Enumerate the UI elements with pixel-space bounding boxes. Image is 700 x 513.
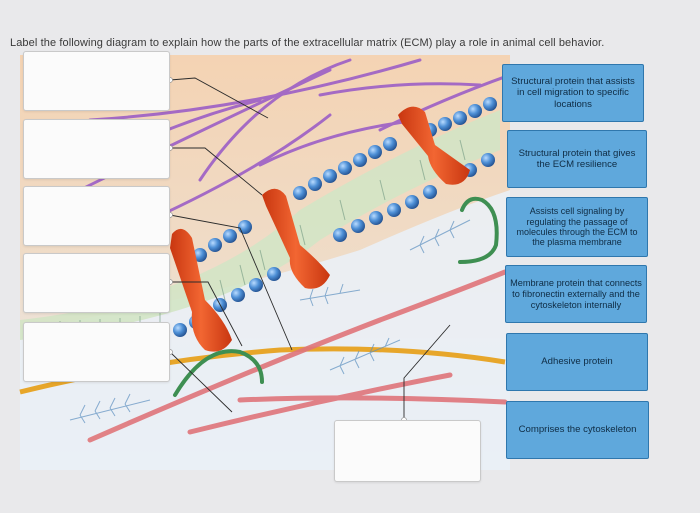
drop-target-6[interactable] bbox=[334, 420, 481, 482]
label-card-adhesive-protein[interactable]: Adhesive protein bbox=[506, 333, 648, 391]
label-card-cell-migration[interactable]: Structural protein that assists in cell … bbox=[502, 64, 644, 122]
drop-target-2[interactable] bbox=[23, 119, 170, 179]
drop-target-3[interactable] bbox=[23, 186, 170, 246]
drop-target-5[interactable] bbox=[23, 322, 170, 382]
actin-filaments bbox=[87, 269, 508, 443]
integrins bbox=[170, 106, 470, 352]
collagen-fibers bbox=[58, 58, 512, 222]
proteoglycans bbox=[69, 219, 471, 424]
drop-target-4[interactable] bbox=[23, 253, 170, 313]
instruction-text: Label the following diagram to explain h… bbox=[10, 37, 605, 49]
plasma-membrane bbox=[20, 110, 500, 340]
label-card-membrane-protein[interactable]: Membrane protein that connects to fibron… bbox=[505, 265, 647, 323]
drop-target-1[interactable] bbox=[23, 51, 170, 111]
label-card-cell-signaling[interactable]: Assists cell signaling by regulating the… bbox=[506, 197, 648, 257]
leader-lines bbox=[169, 77, 451, 420]
label-card-cytoskeleton[interactable]: Comprises the cytoskeleton bbox=[506, 401, 649, 459]
label-card-resilience[interactable]: Structural protein that gives the ECM re… bbox=[507, 130, 647, 188]
